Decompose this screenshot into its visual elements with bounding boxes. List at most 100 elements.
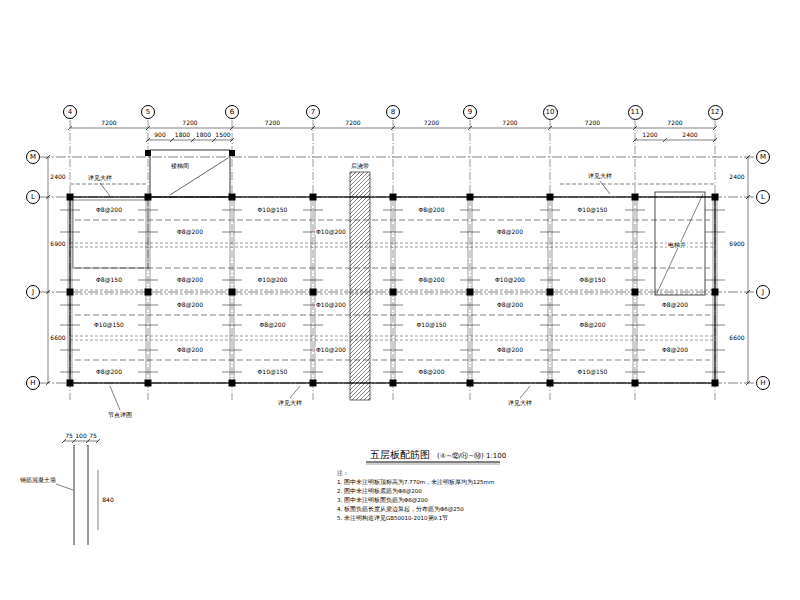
stair-diagonal (170, 158, 228, 195)
top-rebar-tick (540, 280, 560, 281)
rebar-mark: Φ8@200 (176, 277, 204, 283)
rebar-mark: Φ10@200 (315, 347, 347, 353)
slab-outline (70, 197, 715, 383)
dimension-line (635, 140, 715, 141)
leader-line (600, 181, 610, 194)
dimension-text: 900 (153, 132, 166, 138)
drawing-title: 五层板配筋图 (370, 450, 430, 460)
top-rebar-tick (60, 232, 80, 233)
grid-axis-bubble: 11 (628, 105, 643, 120)
dimension-text: 7200 (584, 120, 601, 126)
rebar-mark: Φ8@200 (496, 347, 524, 353)
rebar-mark: Φ8@150 (95, 277, 123, 283)
dimension-text: 7200 (344, 120, 361, 126)
top-rebar-tick (460, 372, 480, 373)
dimension-text: 840 (101, 497, 114, 503)
dimension-line (748, 157, 749, 383)
dimension-text: 1500 (214, 132, 231, 138)
top-rebar-tick (625, 280, 645, 281)
grid-axis-bubble: J (756, 285, 770, 299)
rebar-mark: Φ10@200 (315, 229, 347, 235)
grid-axis-line (232, 120, 233, 400)
dimension-tick (212, 138, 216, 142)
dimension-tick (633, 138, 637, 142)
top-rebar-tick (60, 280, 80, 281)
rebar-mark: Φ8@200 (579, 322, 607, 328)
dimension-text: 7200 (501, 120, 518, 126)
top-rebar-tick (303, 325, 323, 326)
dimension-text: 1800 (174, 132, 191, 138)
axis-label: H (760, 380, 765, 387)
grid-axis-bubble: L (756, 190, 770, 204)
dimension-tick (146, 138, 150, 142)
leader-line (290, 386, 300, 398)
beam-edge (70, 247, 715, 248)
dimension-text: 75 (88, 433, 98, 439)
title-underline (366, 464, 500, 465)
rebar-mark: Φ8@200 (418, 369, 446, 375)
rebar-mark: Φ10@200 (315, 302, 347, 308)
top-rebar-tick (705, 305, 725, 306)
axis-label: 6 (230, 109, 234, 116)
dimension-tick (713, 126, 717, 130)
canopy-edge (560, 184, 715, 185)
top-rebar-tick (540, 232, 560, 233)
axis-label: H (30, 380, 35, 387)
axis-label: M (30, 154, 36, 161)
top-rebar-tick (383, 232, 403, 233)
dimension-text: 7200 (264, 120, 281, 126)
grid-axis-line (470, 120, 471, 400)
wall-face (88, 445, 89, 545)
top-rebar-tick (138, 350, 158, 351)
title-underline (366, 462, 500, 463)
rebar-mark: Φ8@200 (496, 302, 524, 308)
axis-label: 9 (468, 109, 472, 116)
dimension-line (48, 157, 49, 383)
rebar-mark: Φ8@200 (418, 277, 446, 283)
scale-text: (④~⑫/Ⓗ~Ⓜ) 1:100 (436, 453, 507, 460)
grid-line (40, 292, 756, 293)
dimension-text: 6600 (49, 335, 66, 341)
dimension-tick (548, 126, 552, 130)
dimension-tick (391, 126, 395, 130)
top-rebar-tick (60, 305, 80, 306)
canopy-edge (70, 184, 148, 185)
dimension-tick (230, 138, 234, 142)
top-rebar-tick (383, 210, 403, 211)
top-rebar-tick (383, 325, 403, 326)
rebar-mark: Φ10@150 (577, 207, 609, 213)
note-text: 2. 图中未注明板底筋为Φ8@200 (336, 489, 423, 495)
top-rebar-tick (222, 210, 242, 211)
top-rebar-tick (138, 305, 158, 306)
dimension-text: 7200 (181, 120, 198, 126)
top-rebar-tick (222, 232, 242, 233)
dimension-text: 7200 (423, 120, 440, 126)
callout-text: 详见大样 (507, 400, 533, 406)
top-rebar-tick (705, 372, 725, 373)
dimension-tick (86, 439, 90, 443)
axis-label: 5 (146, 109, 150, 116)
grid-axis-bubble: 12 (708, 105, 723, 120)
dimension-tick (72, 439, 76, 443)
leader-line (520, 386, 530, 398)
axis-label: J (32, 289, 34, 296)
top-rebar-tick (625, 305, 645, 306)
rebar-mark: Φ10@200 (494, 277, 526, 283)
post-pour-strip (350, 172, 370, 400)
grid-axis-bubble: 7 (306, 105, 320, 119)
room-outline (73, 200, 148, 268)
beam-edge (70, 340, 715, 341)
top-rebar-tick (705, 280, 725, 281)
axis-label: 7 (311, 109, 315, 116)
rebar-mark: Φ8@200 (95, 369, 123, 375)
dimension-tick (170, 138, 174, 142)
dimension-text: 6900 (728, 241, 745, 247)
top-rebar-tick (460, 232, 480, 233)
top-rebar-tick (625, 325, 645, 326)
shaft-diagonal (657, 194, 703, 293)
rebar-mark: Φ8@200 (496, 229, 524, 235)
rebar-mark: Φ10@150 (257, 207, 289, 213)
top-rebar-tick (540, 325, 560, 326)
top-rebar-tick (540, 372, 560, 373)
grid-axis-bubble: M (756, 150, 770, 164)
